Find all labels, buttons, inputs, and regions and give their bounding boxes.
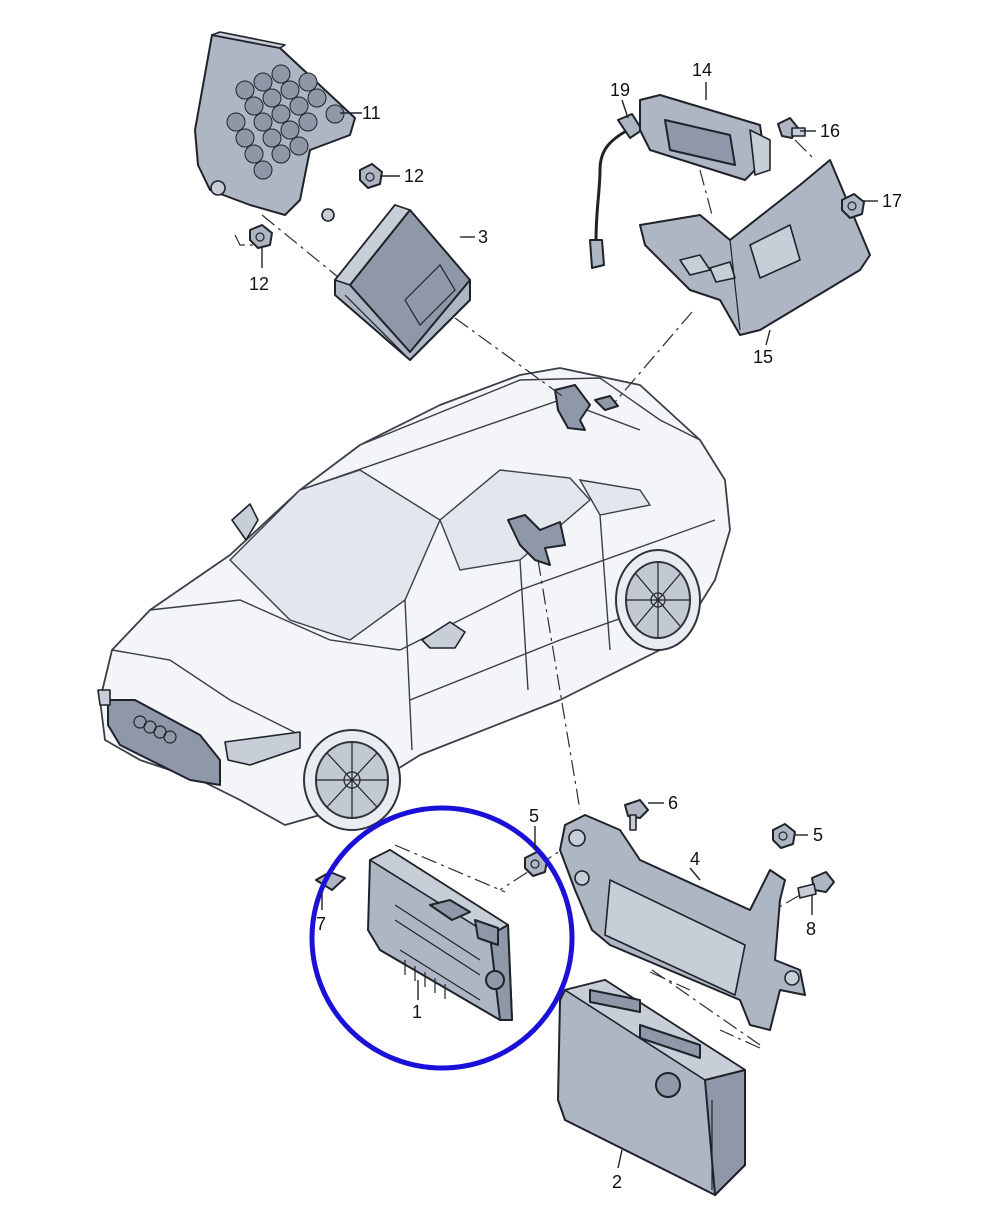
- vehicle-illustration: [97, 367, 731, 831]
- part-3-control-unit: [334, 204, 471, 361]
- part-4-bracket: [559, 814, 806, 1031]
- roof-module-location: [554, 384, 591, 431]
- part-2-control-unit: [557, 979, 746, 1196]
- part-16-bolt: [777, 117, 806, 139]
- label-part-7: 7: [316, 914, 326, 934]
- part-14-module: [639, 94, 771, 181]
- label-part-17: 17: [882, 191, 902, 211]
- part-8-bolt: [797, 871, 835, 899]
- part-6-screw: [624, 799, 649, 831]
- highlight-circle: [309, 805, 575, 1071]
- label-part-16: 16: [820, 121, 840, 141]
- label-part-3: 3: [478, 227, 488, 247]
- label-part-6: 6: [668, 793, 678, 813]
- label-part-19: 19: [610, 80, 630, 100]
- part-5-nut-right: [772, 823, 796, 849]
- rear-wheel: [615, 549, 701, 651]
- connection-lines: [234, 139, 851, 1049]
- label-part-15: 15: [753, 347, 773, 367]
- label-part-12-upper: 12: [404, 166, 424, 186]
- label-part-1: 1: [412, 1002, 422, 1022]
- leader-lines: [261, 82, 878, 1169]
- part-7-clip: [315, 871, 346, 891]
- part-17-nut: [841, 193, 865, 219]
- part-19-cable: [589, 113, 643, 269]
- part-labels: 11 12 12 3 14 19 16 17 15 4 5 5 6 8 7 1 …: [249, 60, 902, 1192]
- label-part-5-right: 5: [813, 825, 823, 845]
- audi-rings-logo: [133, 715, 177, 744]
- label-part-14: 14: [692, 60, 712, 80]
- roof-antenna-location: [594, 395, 619, 411]
- label-part-12-lower: 12: [249, 274, 269, 294]
- front-wheel: [303, 729, 401, 831]
- label-part-5-left: 5: [529, 806, 539, 826]
- part-12-nut-upper: [359, 163, 383, 189]
- label-part-8: 8: [806, 919, 816, 939]
- label-part-4: 4: [690, 849, 700, 869]
- label-part-2: 2: [612, 1172, 622, 1192]
- pillar-module-location: [507, 514, 566, 566]
- part-15-bracket: [639, 159, 871, 336]
- part-11-bracket: [194, 31, 356, 222]
- label-part-11: 11: [362, 103, 381, 123]
- part-1-control-unit: [367, 849, 513, 1021]
- part-12-nut-lower: [249, 224, 273, 249]
